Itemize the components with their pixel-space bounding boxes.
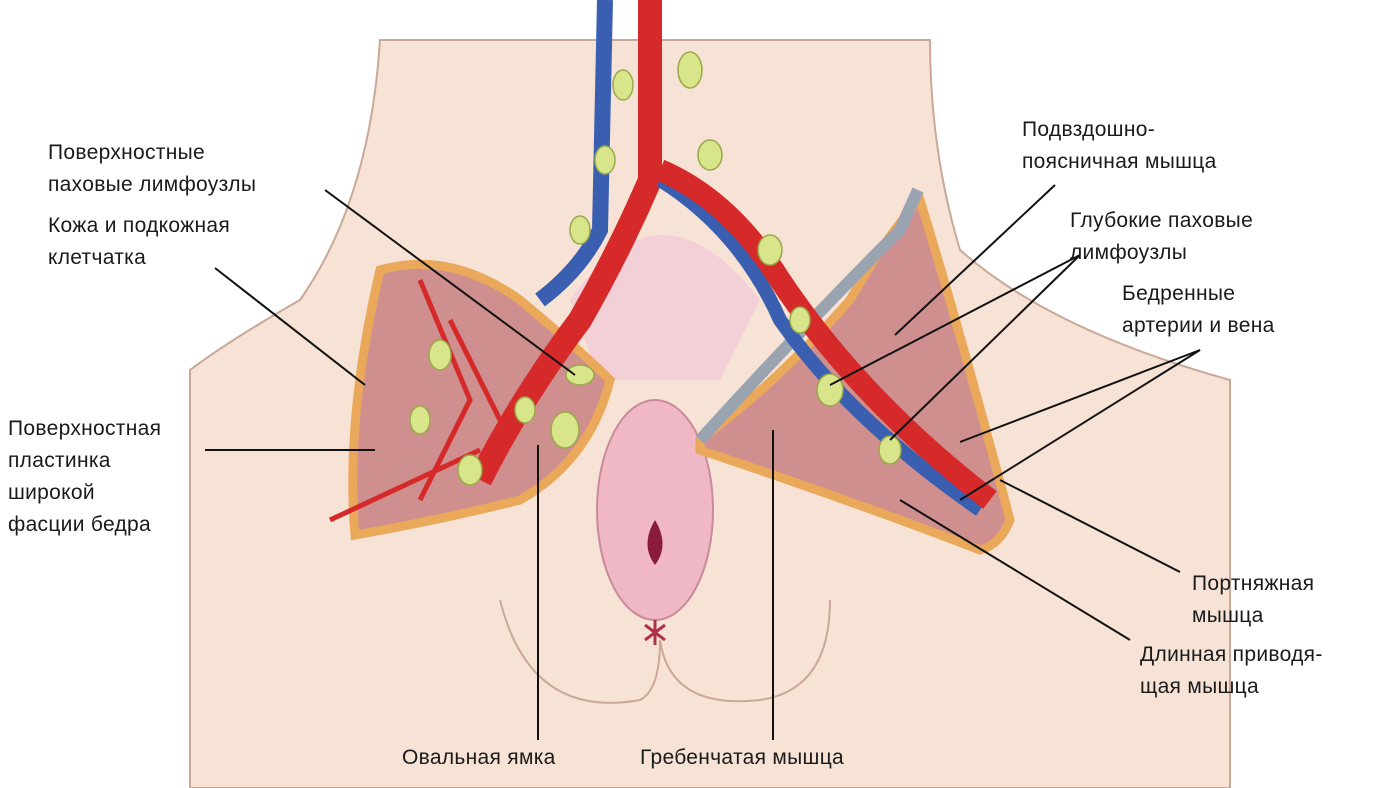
- body-silhouette: [189, 39, 1231, 788]
- label-adductor-longus: Длинная приводя-щая мышца: [1140, 639, 1323, 703]
- lymph-nodes: [409, 51, 902, 486]
- label-line: Бедренные: [1122, 282, 1236, 305]
- label-line: Кожа и подкожная: [48, 214, 231, 237]
- label-line: мышца: [1192, 604, 1264, 627]
- label-line: Подвздошно-: [1022, 118, 1156, 141]
- genitalia: [596, 399, 714, 621]
- label-deep-inguinal-nodes: Глубокие паховые лимфоузлы: [1070, 205, 1253, 269]
- right-artery: [655, 159, 997, 509]
- label-line: фасции бедра: [8, 513, 152, 536]
- label-line: клетчатка: [48, 246, 147, 269]
- label-iliopsoas: Подвздошно-поясничная мышца: [1022, 114, 1217, 178]
- label-line: Портняжная: [1192, 572, 1315, 595]
- vaginal-opening: [647, 520, 663, 565]
- vena-cava: [535, 0, 613, 307]
- label-line: Поверхностные: [48, 141, 205, 164]
- label-superficial-inguinal-nodes: Поверхностные паховые лимфоузлы: [48, 137, 256, 201]
- label-skin-subcutaneous: Кожа и подкожная клетчатка: [48, 210, 230, 274]
- label-line: поясничная мышца: [1022, 150, 1217, 173]
- label-pectineus: Гребенчатая мышца: [640, 746, 844, 769]
- label-line: Длинная приводя-: [1140, 643, 1323, 666]
- buttock-right: [659, 599, 831, 703]
- right-vein: [656, 174, 984, 516]
- left-branches: [328, 279, 503, 523]
- label-line: паховые лимфоузлы: [48, 173, 257, 196]
- left-flap: [348, 259, 615, 541]
- aorta: [469, 0, 662, 486]
- label-line: Глубокие паховые: [1070, 209, 1254, 232]
- label-femoral-vessels: Бедренные артерии и вена: [1122, 278, 1275, 342]
- label-line: Поверхностная: [8, 417, 162, 440]
- label-line: лимфоузлы: [1070, 241, 1188, 264]
- label-oval-fossa: Овальная ямка: [402, 746, 556, 769]
- label-line: пластинка: [8, 449, 111, 472]
- label-line: щая мышца: [1140, 675, 1259, 698]
- label-fascia-lata: Поверхностная пластинка широкой фасции бедр…: [8, 413, 161, 541]
- label-sartorius: Портняжная мышца: [1192, 568, 1314, 632]
- anus: [644, 620, 666, 645]
- label-line: артерии и вена: [1122, 314, 1275, 337]
- leader-lines: [205, 184, 1201, 740]
- label-line: широкой: [8, 481, 95, 504]
- buttock-left: [499, 599, 661, 704]
